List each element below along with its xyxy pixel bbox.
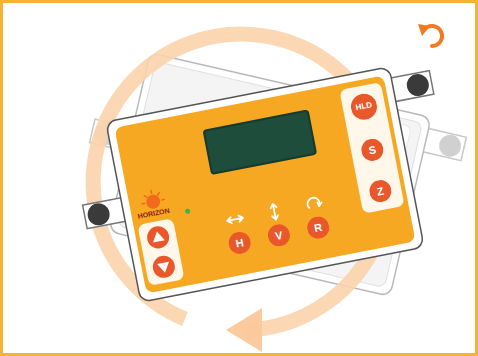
h-button: H (227, 230, 253, 256)
r-button: R (305, 215, 331, 241)
z-button: Z (367, 178, 393, 204)
hold-button: HLD (349, 91, 379, 121)
s-button: S (359, 137, 385, 163)
v-button: V (266, 222, 292, 248)
rotate-icon-head (418, 24, 430, 36)
button-label: V (274, 229, 283, 241)
